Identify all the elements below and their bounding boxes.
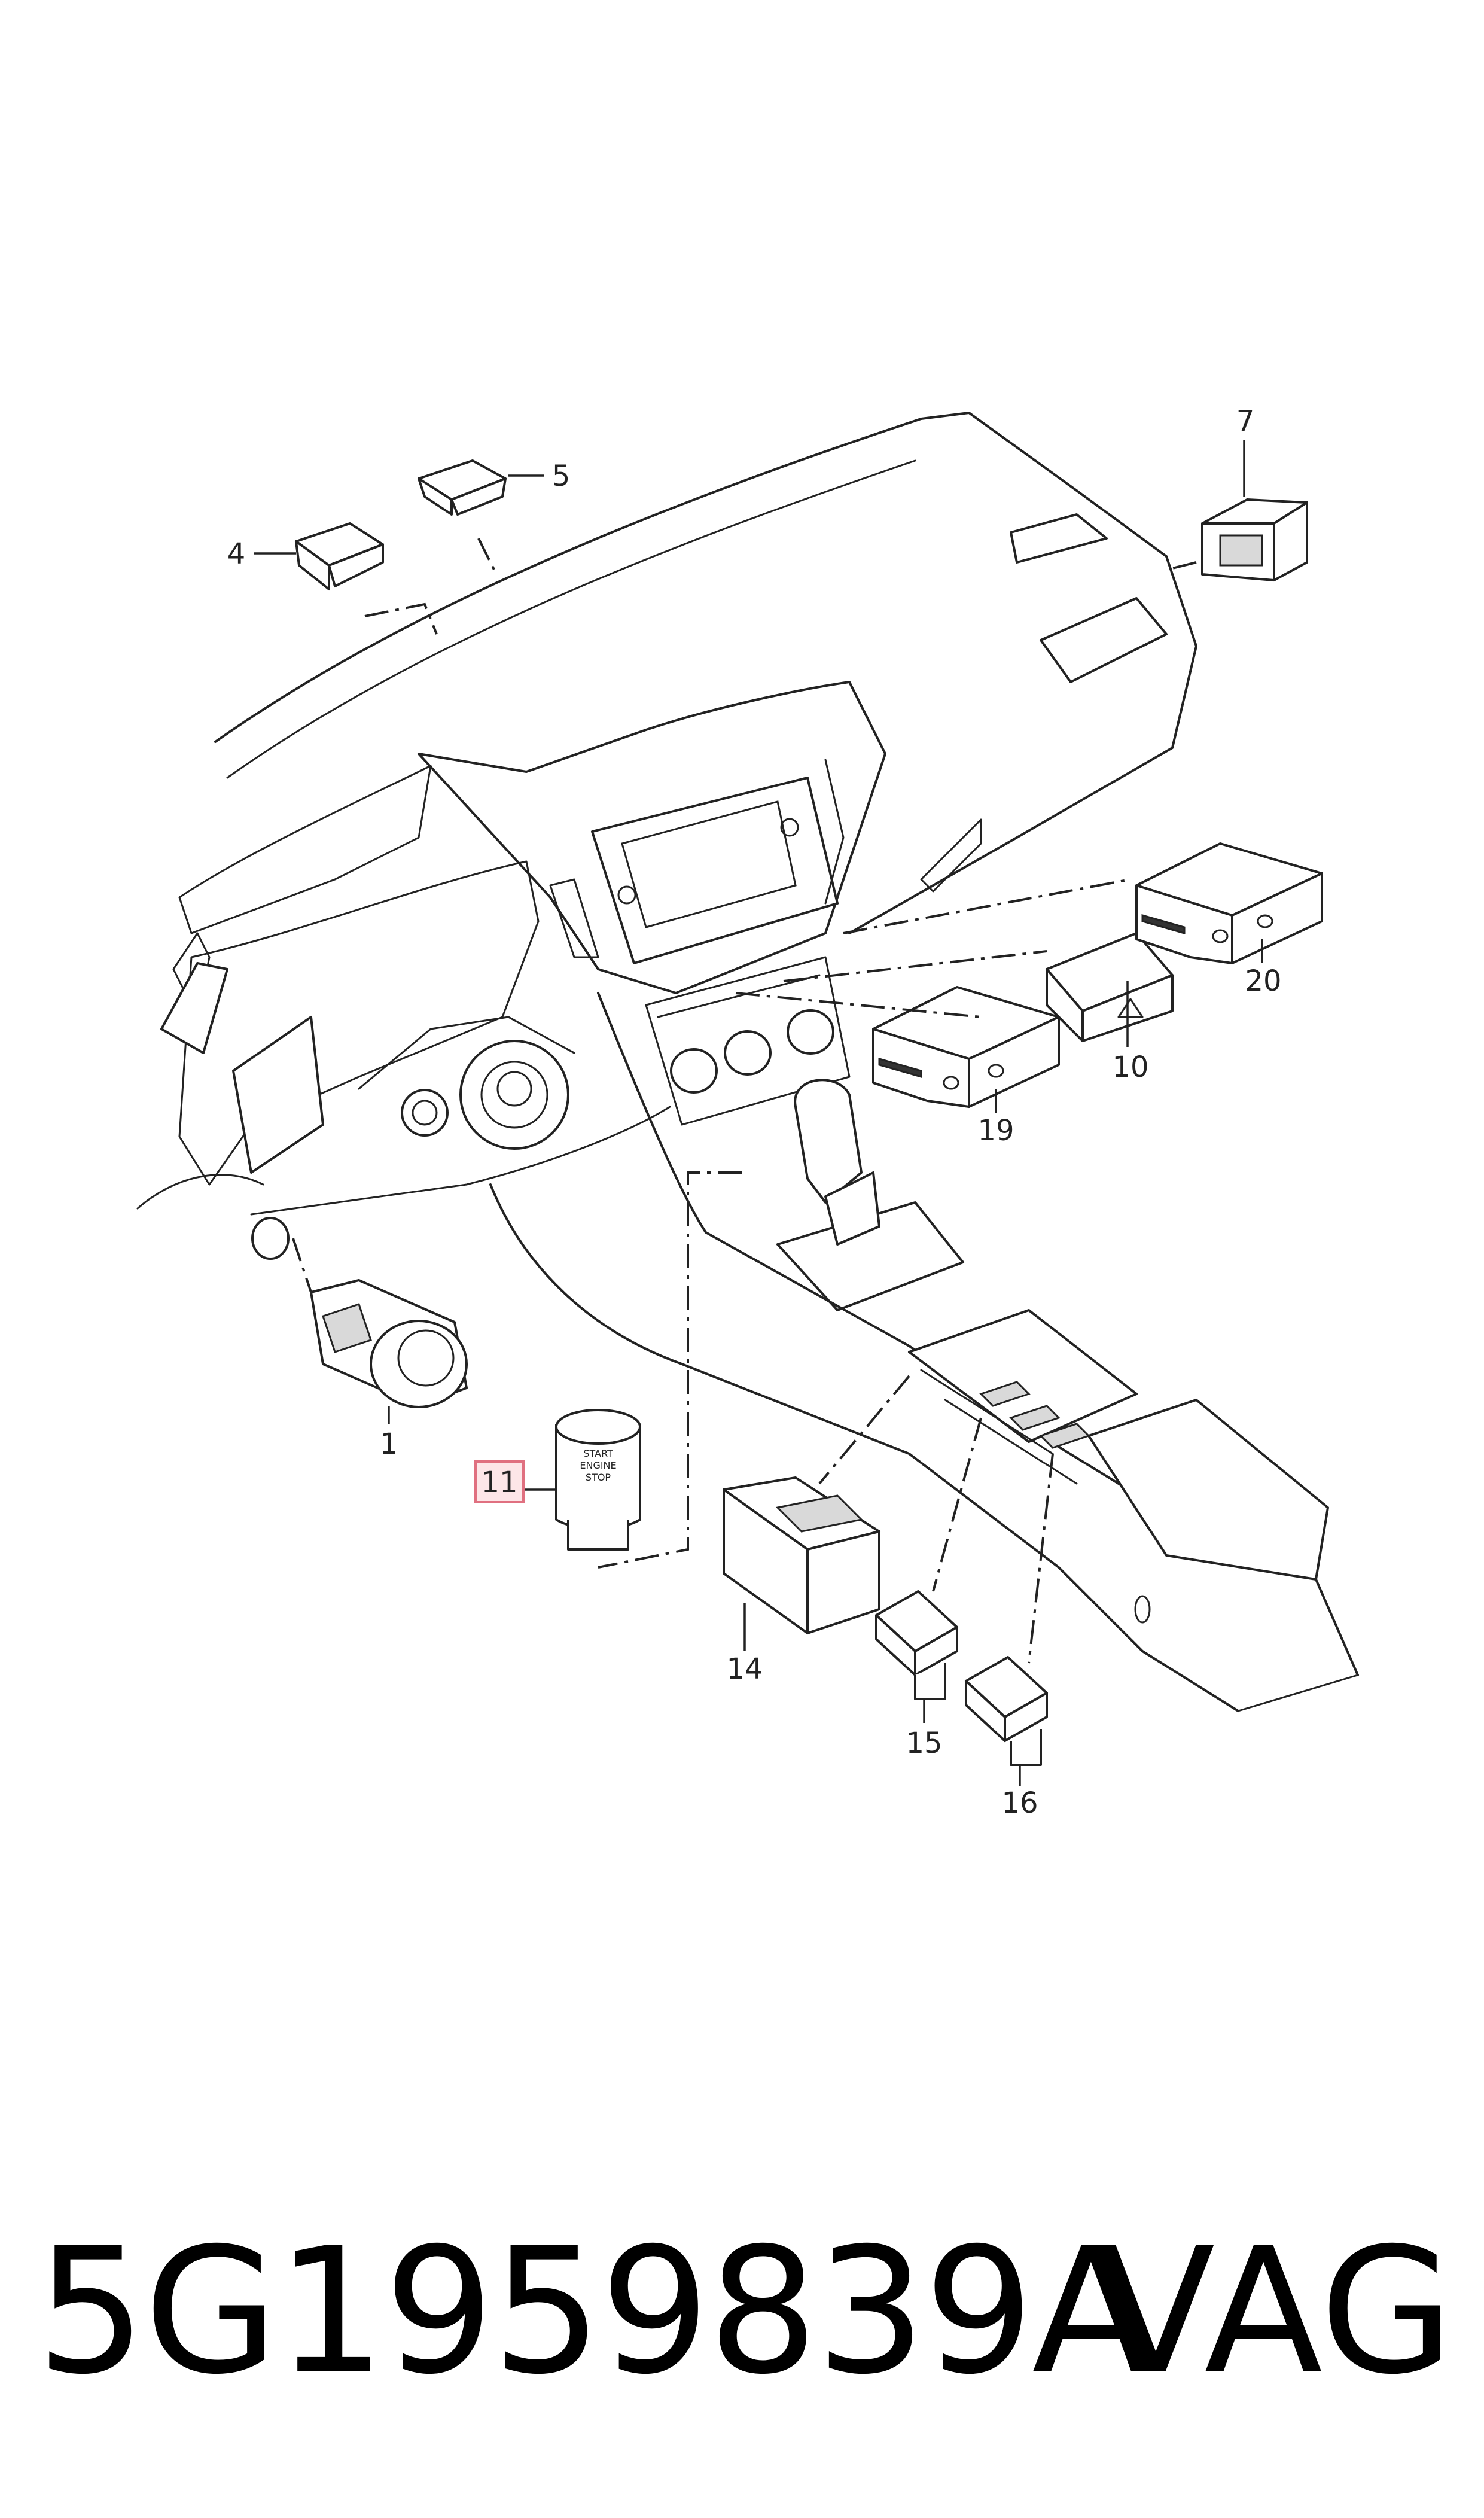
right-side-vents	[920, 513, 1168, 893]
callout-10: 10	[1112, 1051, 1148, 1084]
brand-caption: VAG	[1096, 2211, 1454, 2413]
part-16-switch	[965, 1656, 1048, 1766]
part-4-cover	[295, 522, 384, 590]
part-19-switch-panel	[872, 986, 1060, 1108]
climate-control-panel	[645, 956, 851, 1126]
connection-lines	[292, 538, 1197, 1664]
svg-text:START: START	[583, 1448, 613, 1459]
callout-19: 19	[977, 1114, 1014, 1147]
dashboard-outline	[136, 412, 1197, 1260]
callout-16: 16	[1001, 1786, 1038, 1820]
part-15-switch	[875, 1590, 958, 1700]
gear-selector	[776, 1079, 964, 1311]
part-11-start-stop-button: START ENGINE STOP	[555, 1409, 641, 1551]
part-number-caption: 5G1959839A	[36, 2211, 1150, 2413]
callout-5: 5	[552, 459, 571, 493]
callout-1: 1	[380, 1427, 398, 1461]
infotainment-screen	[549, 759, 845, 964]
center-console	[489, 992, 1359, 1712]
part-14-switch-module	[723, 1476, 880, 1634]
part-7-button	[1201, 498, 1308, 581]
part-5-cover	[418, 459, 507, 516]
callout-15: 15	[906, 1727, 942, 1760]
callout-20: 20	[1245, 964, 1281, 998]
svg-text:STOP: STOP	[586, 1472, 611, 1483]
part-10-hazard-switch	[1046, 932, 1174, 1042]
callout-11: 11	[481, 1466, 517, 1499]
callout-11-highlight-box	[474, 1460, 525, 1503]
callout-4: 4	[227, 537, 246, 571]
callout-7: 7	[1236, 404, 1255, 438]
svg-text:ENGINE: ENGINE	[580, 1460, 616, 1471]
leader-lines	[254, 440, 1263, 1786]
callout-14: 14	[726, 1652, 763, 1686]
part-1-light-switch	[310, 1279, 468, 1408]
callout-labels: 1 4 5 7 10 11 14 15 16 19 20	[227, 404, 1282, 1820]
part-20-switch-panel	[1135, 842, 1323, 964]
